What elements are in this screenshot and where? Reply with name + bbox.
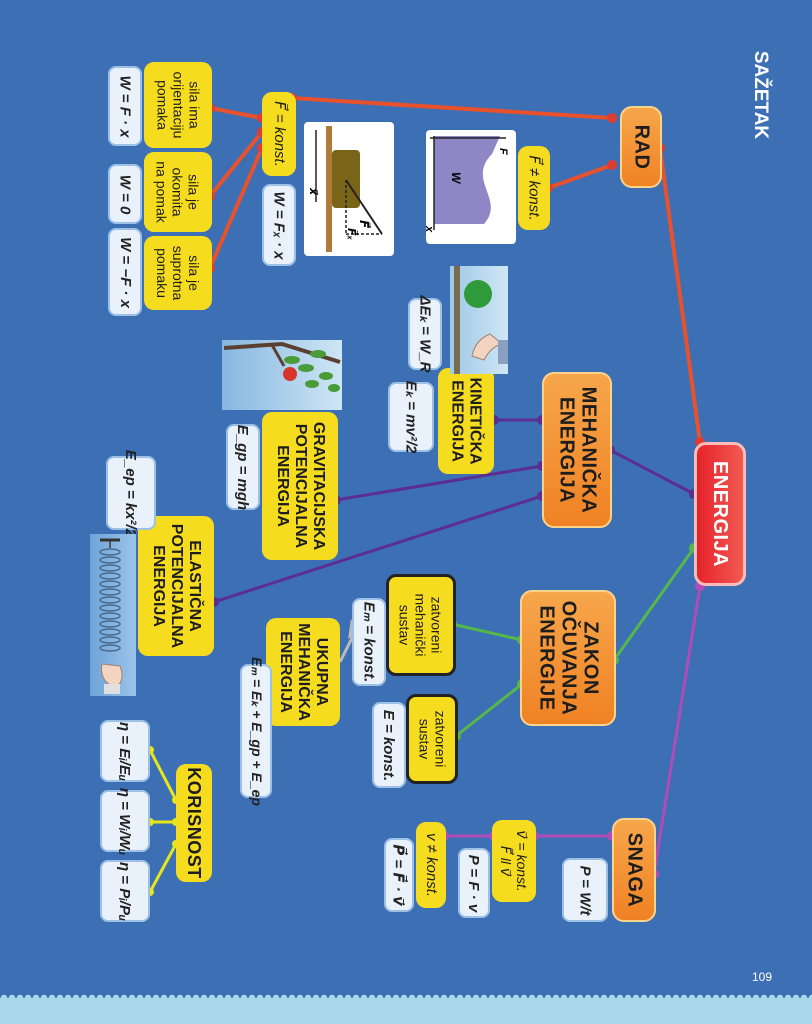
fig1-label-fx: F⃗ₓ	[345, 228, 359, 241]
zatvoreni1-line-2: mehanički	[413, 593, 429, 657]
formula-p-wt: P = W/t	[562, 858, 608, 922]
formula-p-fv: P = F · v	[458, 848, 490, 918]
formula-eta-e: η = Eᵢ/Eᵤ	[100, 720, 150, 782]
korisnost-node: KORISNOST	[176, 764, 212, 882]
zakon-ocuvanja-node: ZAKON OČUVANJA ENERGIJE	[520, 590, 616, 726]
snaga-node: SNAGA	[612, 818, 656, 922]
work-graph-svg: F W x	[423, 136, 509, 233]
zakon-line-2: OČUVANJA	[557, 600, 580, 716]
spring-picture	[90, 534, 136, 696]
gravitacijska-node: GRAVITACIJSKA POTENCIJALNA ENERGIJA	[262, 412, 338, 560]
zatvoreni-sustav-node: zatvoreni sustav	[406, 694, 458, 784]
ball-hand-svg	[454, 266, 508, 374]
gravitacijska-line-2: POTENCIJALNA	[292, 423, 309, 549]
sila-ima-line-1: sila ima	[186, 81, 202, 129]
sila-ima-node: sila ima orijentaciju pomaka	[144, 62, 212, 148]
sila-okomita-line-3: na pomak	[153, 161, 170, 223]
ball-hand-picture	[450, 266, 508, 374]
mehanicka-line-1: MEHANIČKA	[577, 386, 599, 514]
elasticna-line-3: ENERGIJA	[150, 545, 168, 627]
formula-p-fv-vec: P⃗ = F⃗ · v⃗	[384, 838, 414, 912]
zakon-line-3: ENERGIJE	[535, 605, 558, 711]
work-graph-figure: F W x	[423, 130, 516, 244]
force-block-figure: F⃗ F⃗ₓ x⃗	[304, 122, 394, 256]
fig2-label-f: F	[497, 148, 509, 155]
fig2-label-x: x	[426, 225, 435, 233]
sila-ima-line-3: pomaka	[154, 80, 170, 130]
kineticka-line-1: KINETIČKA	[467, 377, 485, 465]
sila-okomita-line-1: sila je	[185, 174, 202, 210]
formula-w-0: W = 0	[108, 164, 142, 224]
formula-ek: Eₖ = mv²/2	[388, 381, 434, 453]
sila-okomita-line-2: okomita	[169, 167, 186, 217]
elasticna-line-2: POTENCIJALNA	[168, 523, 186, 649]
zakon-line-1: ZAKON	[579, 621, 602, 695]
zatvoreni1-line-1: zatvoreni	[429, 596, 445, 654]
ukupna-line-1: UKUPNA	[313, 637, 330, 707]
gravitacijska-line-1: GRAVITACIJSKA	[310, 421, 327, 551]
formula-em-sum: Eₘ = Eₖ + E_gp + E_ep	[240, 657, 272, 805]
sila-ima-line-2: orijentaciju	[170, 71, 186, 139]
kineticka-node: KINETIČKA ENERGIJA	[438, 368, 494, 474]
fig1-label-x: x⃗	[307, 187, 319, 196]
page-number: 109	[752, 970, 773, 984]
force-block-svg: F⃗ F⃗ₓ x⃗	[307, 126, 383, 252]
gravitacijska-line-3: ENERGIJA	[274, 445, 291, 527]
sila-okomita-node: sila je okomita na pomak	[144, 152, 212, 232]
formula-egp: E_gp = mgh	[226, 424, 260, 510]
sila-suprotna-node: sila je suprotna pomaku	[144, 236, 212, 310]
f-konst-node: F⃗ = konst.	[262, 92, 296, 176]
formula-delta-ek: ΔEₖ = W_R	[408, 296, 442, 372]
formula-e-konst: E = konst.	[372, 702, 406, 788]
zatvoreni2-line-2: sustav	[416, 718, 432, 760]
v-nekonst-node: v ≠ konst.	[416, 822, 446, 908]
ukupna-line-3: ENERGIJA	[277, 631, 294, 713]
mehanicka-line-2: ENERGIJA	[555, 396, 577, 504]
footer-band	[0, 998, 812, 1024]
formula-w-fx: W = F · x	[108, 66, 142, 146]
kineticka-line-2: ENERGIJA	[449, 380, 467, 462]
formula-eta-p: η = Pᵢ/Pᵤ	[100, 860, 150, 922]
formula-w-neg: W = −F · x	[108, 228, 142, 316]
elasticna-node: ELASTIČNA POTENCIJALNA ENERGIJA	[138, 516, 214, 656]
formula-w-fxx: W = Fₓ · x	[262, 184, 296, 266]
sila-suprotna-line-2: suprotna	[169, 245, 186, 301]
sila-suprotna-line-3: pomaku	[153, 248, 170, 298]
formula-eta-w: η = Wᵢ/Wᵤ	[100, 787, 150, 855]
v-konst-line-1: v⃗ = konst.	[514, 830, 530, 892]
energija-node: ENERGIJA	[694, 442, 746, 586]
ukupna-line-2: MEHANIČKA	[295, 623, 312, 721]
page-title: SAŽETAK	[750, 50, 771, 140]
zatvoreni-mehanicki-node: zatvoreni mehanički sustav	[386, 574, 456, 676]
zatvoreni2-line-1: zatvoreni	[432, 710, 448, 768]
zatvoreni1-line-3: sustav	[397, 604, 413, 646]
fig2-label-w: W	[449, 172, 463, 185]
mehanicka-energija-node: MEHANIČKA ENERGIJA	[542, 372, 612, 528]
formula-em-konst: Eₘ = konst.	[352, 598, 386, 686]
elasticna-line-1: ELASTIČNA	[186, 540, 204, 632]
f-nekonst-node: F⃗ ≠ konst.	[518, 146, 550, 230]
sila-suprotna-line-1: sila je	[185, 255, 202, 291]
fig1-label-f: F⃗	[357, 220, 371, 229]
spring-svg	[99, 538, 123, 694]
ukupna-node: UKUPNA MEHANIČKA ENERGIJA	[266, 618, 340, 726]
v-konst-line-2: F⃗ ll v⃗	[498, 845, 514, 877]
v-konst-node: v⃗ = konst. F⃗ ll v⃗	[492, 820, 536, 902]
rad-node: RAD	[620, 106, 662, 188]
apple-tree-svg	[223, 341, 341, 392]
formula-eep: E_ep = kx²/2	[106, 449, 156, 537]
apple-tree-picture	[222, 340, 342, 410]
